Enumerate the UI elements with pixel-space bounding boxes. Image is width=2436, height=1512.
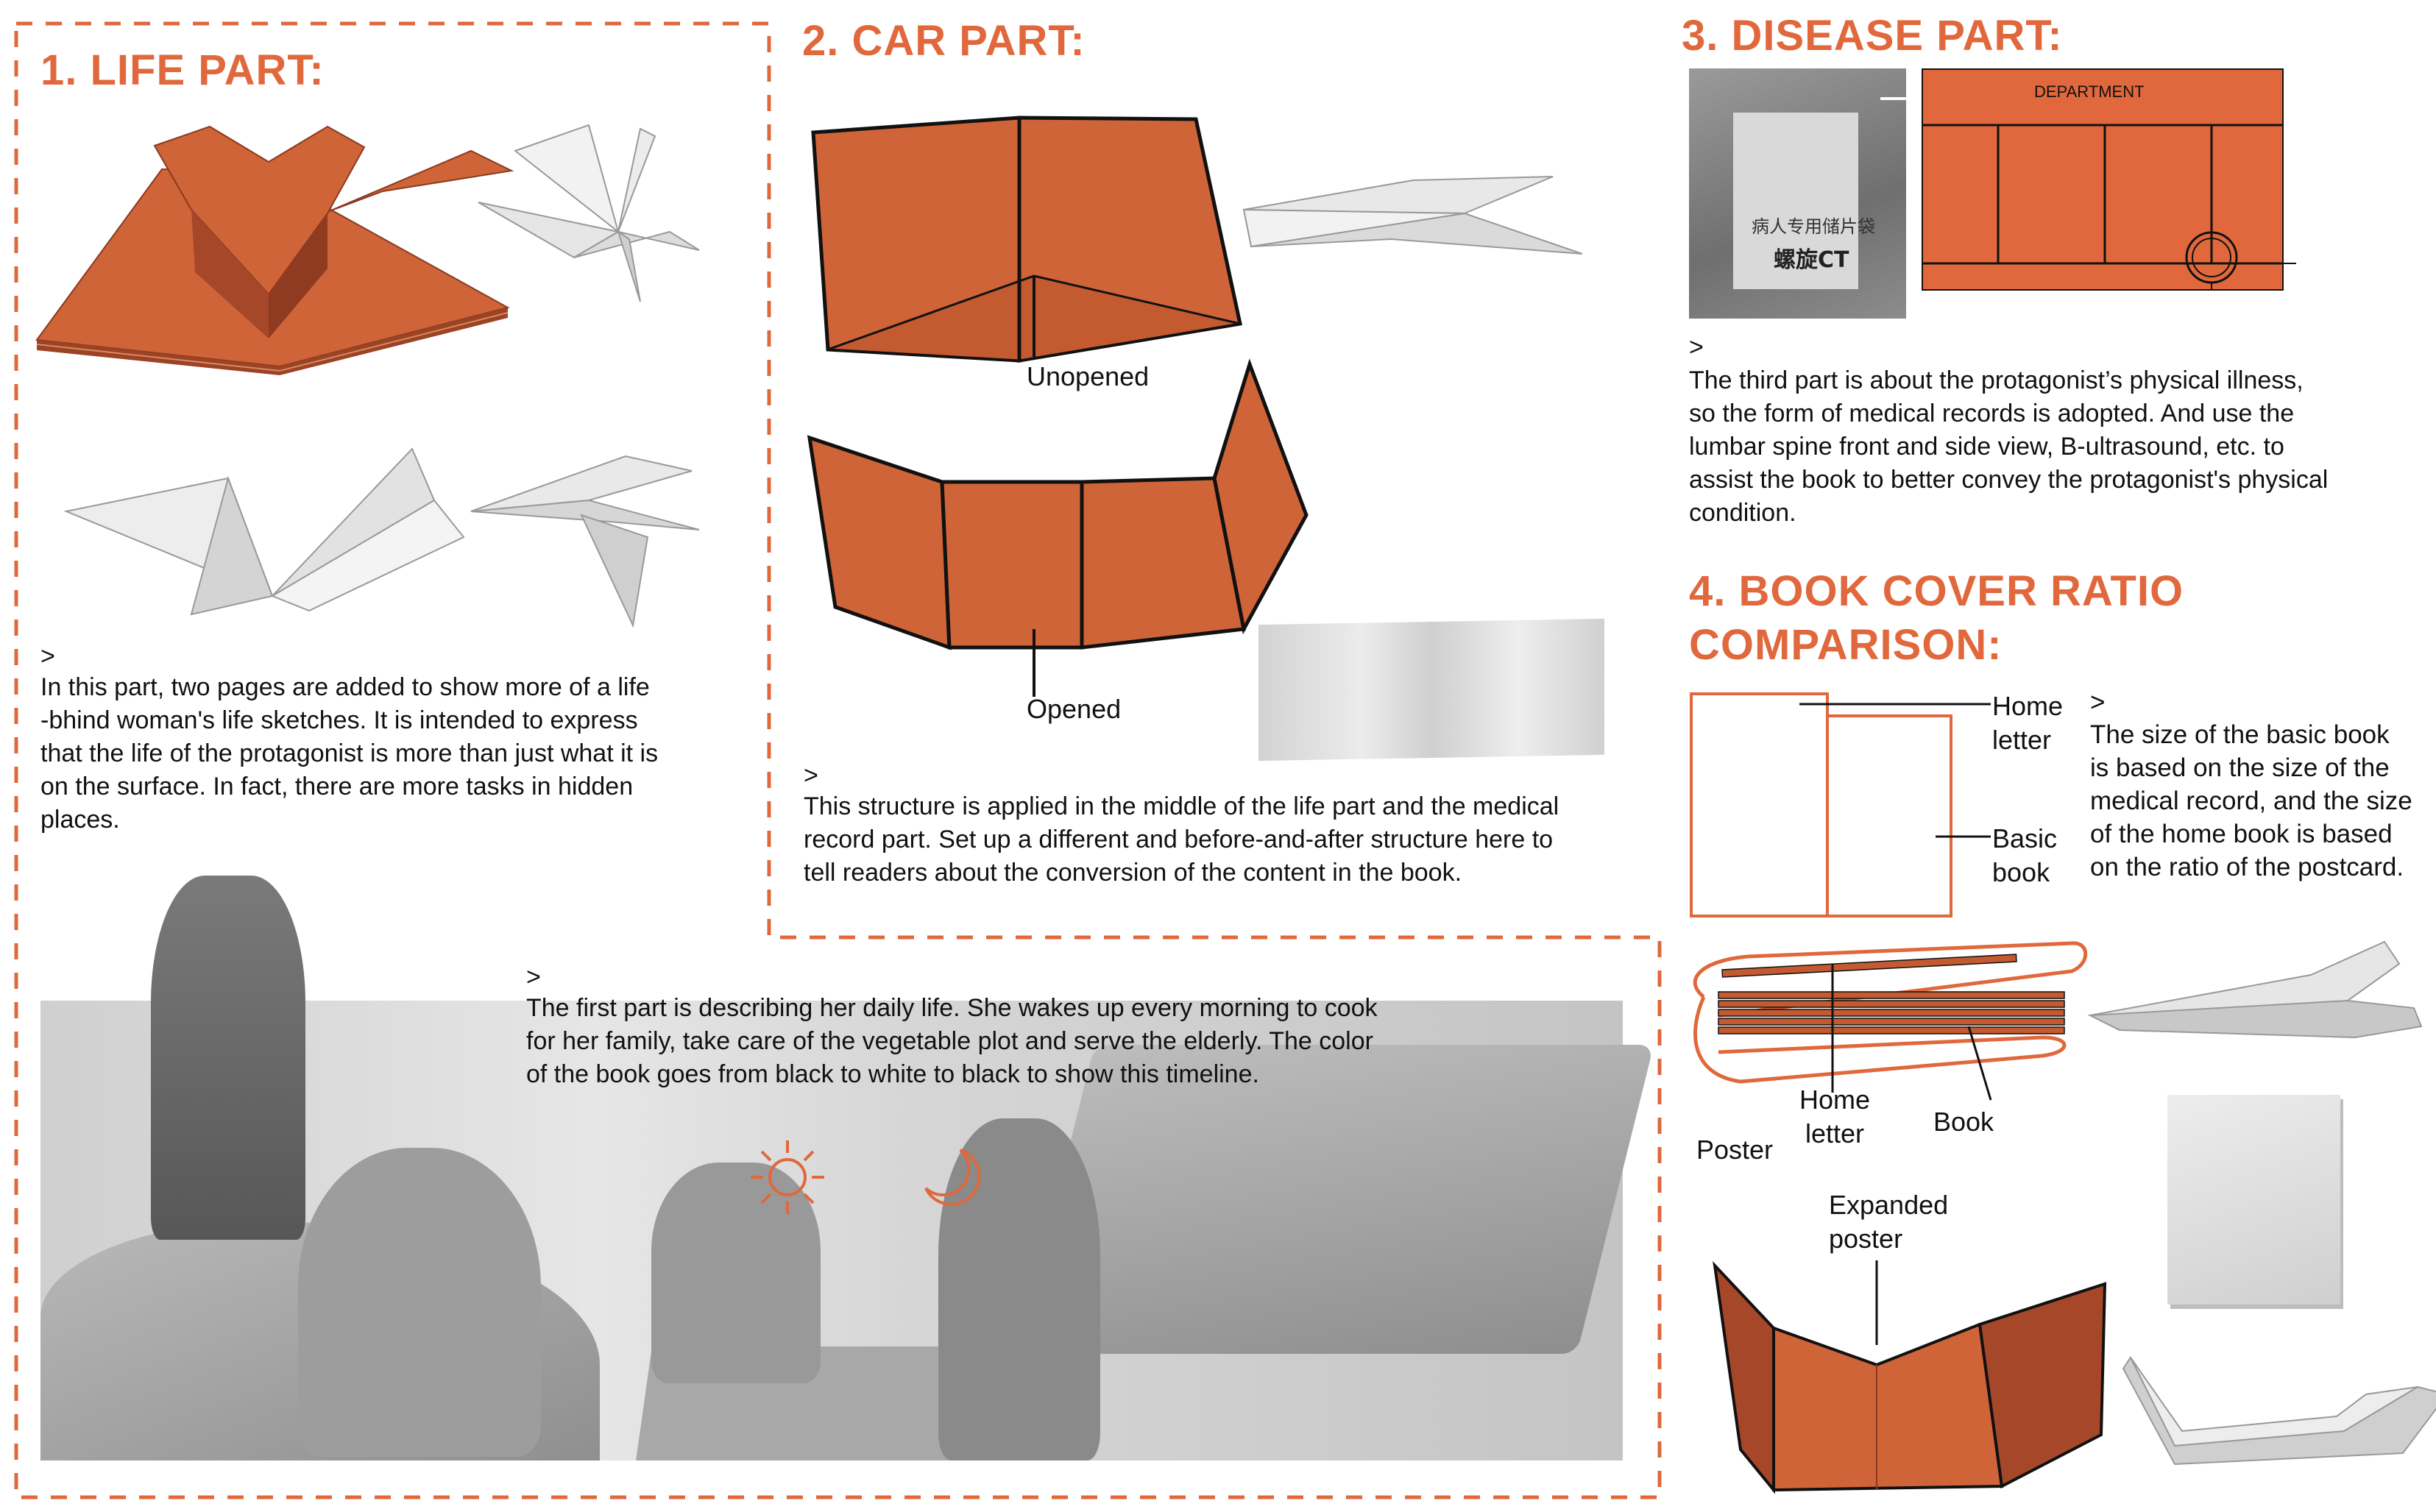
- car-description: This structure is applied in the middle …: [804, 792, 1559, 887]
- car-opened-leader-line: [1033, 629, 1035, 697]
- closed-book-photo: [2167, 1095, 2340, 1305]
- ratio-heading-line-2: COMPARISON:: [1689, 621, 2003, 669]
- seated-elder-figure: [651, 1163, 821, 1383]
- eating-woman-figure: [938, 1118, 1100, 1460]
- life-description: In this part, two pages are added to sho…: [40, 673, 659, 834]
- car-marker: >: [804, 762, 818, 789]
- sun-icon: [751, 1140, 824, 1214]
- expanded-poster-illustration: [1713, 1261, 2107, 1494]
- bag-text-1: 病人专用储片袋: [1752, 216, 1875, 237]
- stack-book-label: Book: [1933, 1107, 1994, 1137]
- disease-marker: >: [1689, 333, 1704, 361]
- stack-home-letter-label: Home letter: [1799, 1085, 1871, 1149]
- ratio-description: The size of the basic book is based on t…: [2090, 720, 2412, 881]
- car-paper-photo: [1242, 176, 1583, 255]
- bed: [1017, 1045, 1654, 1354]
- life-paper-model-open-photo: [63, 447, 465, 616]
- car-opened-label: Opened: [1027, 694, 1122, 724]
- medical-record-illustration: [1880, 68, 2296, 291]
- life-paper-model-side-photo: [470, 455, 700, 628]
- car-unopened-leader-line: [1033, 276, 1035, 357]
- life-popup-book-illustration: [35, 125, 514, 375]
- sweeping-woman-figure: [151, 876, 305, 1240]
- ratio-marker: >: [2090, 688, 2106, 717]
- bag-text-2: 螺旋CT: [1774, 247, 1849, 273]
- ratio-home-letter-label: Home letter: [1992, 691, 2064, 755]
- ratio-heading-line-1: 4. BOOK COVER RATIO: [1689, 567, 2184, 615]
- bag-label: [1733, 113, 1858, 289]
- book-stack-photo: [2087, 940, 2423, 1039]
- ratio-basic-book-label: Basic book: [1992, 823, 2058, 887]
- expanded-poster-photo: [2122, 1356, 2436, 1466]
- car-unopened-fold-illustration: [811, 116, 1242, 363]
- stack-poster-label: Poster: [1696, 1135, 1774, 1165]
- car-opened-paper-photo: [1258, 618, 1604, 762]
- car-unopened-label: Unopened: [1027, 361, 1150, 391]
- disease-description: The third part is about the protagonist’…: [1689, 366, 2329, 527]
- medical-film-bag-photo: 病人专用储片袋 螺旋CT: [1689, 68, 1906, 319]
- expanded-poster-leader-line: [1875, 1260, 1878, 1345]
- moon-icon: [924, 1149, 981, 1206]
- life-paper-model-photo: [478, 124, 700, 302]
- life-part-heading: 1. LIFE PART:: [40, 46, 325, 94]
- car-opened-fold-illustration: [807, 358, 1309, 650]
- ratio-comparison-diagram: [1690, 692, 1991, 918]
- life-marker: >: [40, 642, 55, 670]
- department-label: DEPARTMENT: [2034, 82, 2145, 101]
- book-stack-diagram: [1693, 941, 2088, 1101]
- expanded-poster-label: Expanded poster: [1829, 1190, 1949, 1254]
- disease-part-heading: 3. DISEASE PART:: [1682, 12, 2063, 60]
- car-part-heading: 2. CAR PART:: [802, 17, 1086, 65]
- daily-marker: >: [526, 963, 541, 991]
- crouching-woman-figure: [298, 1148, 541, 1457]
- daily-description: The first part is describing her daily l…: [526, 994, 1378, 1088]
